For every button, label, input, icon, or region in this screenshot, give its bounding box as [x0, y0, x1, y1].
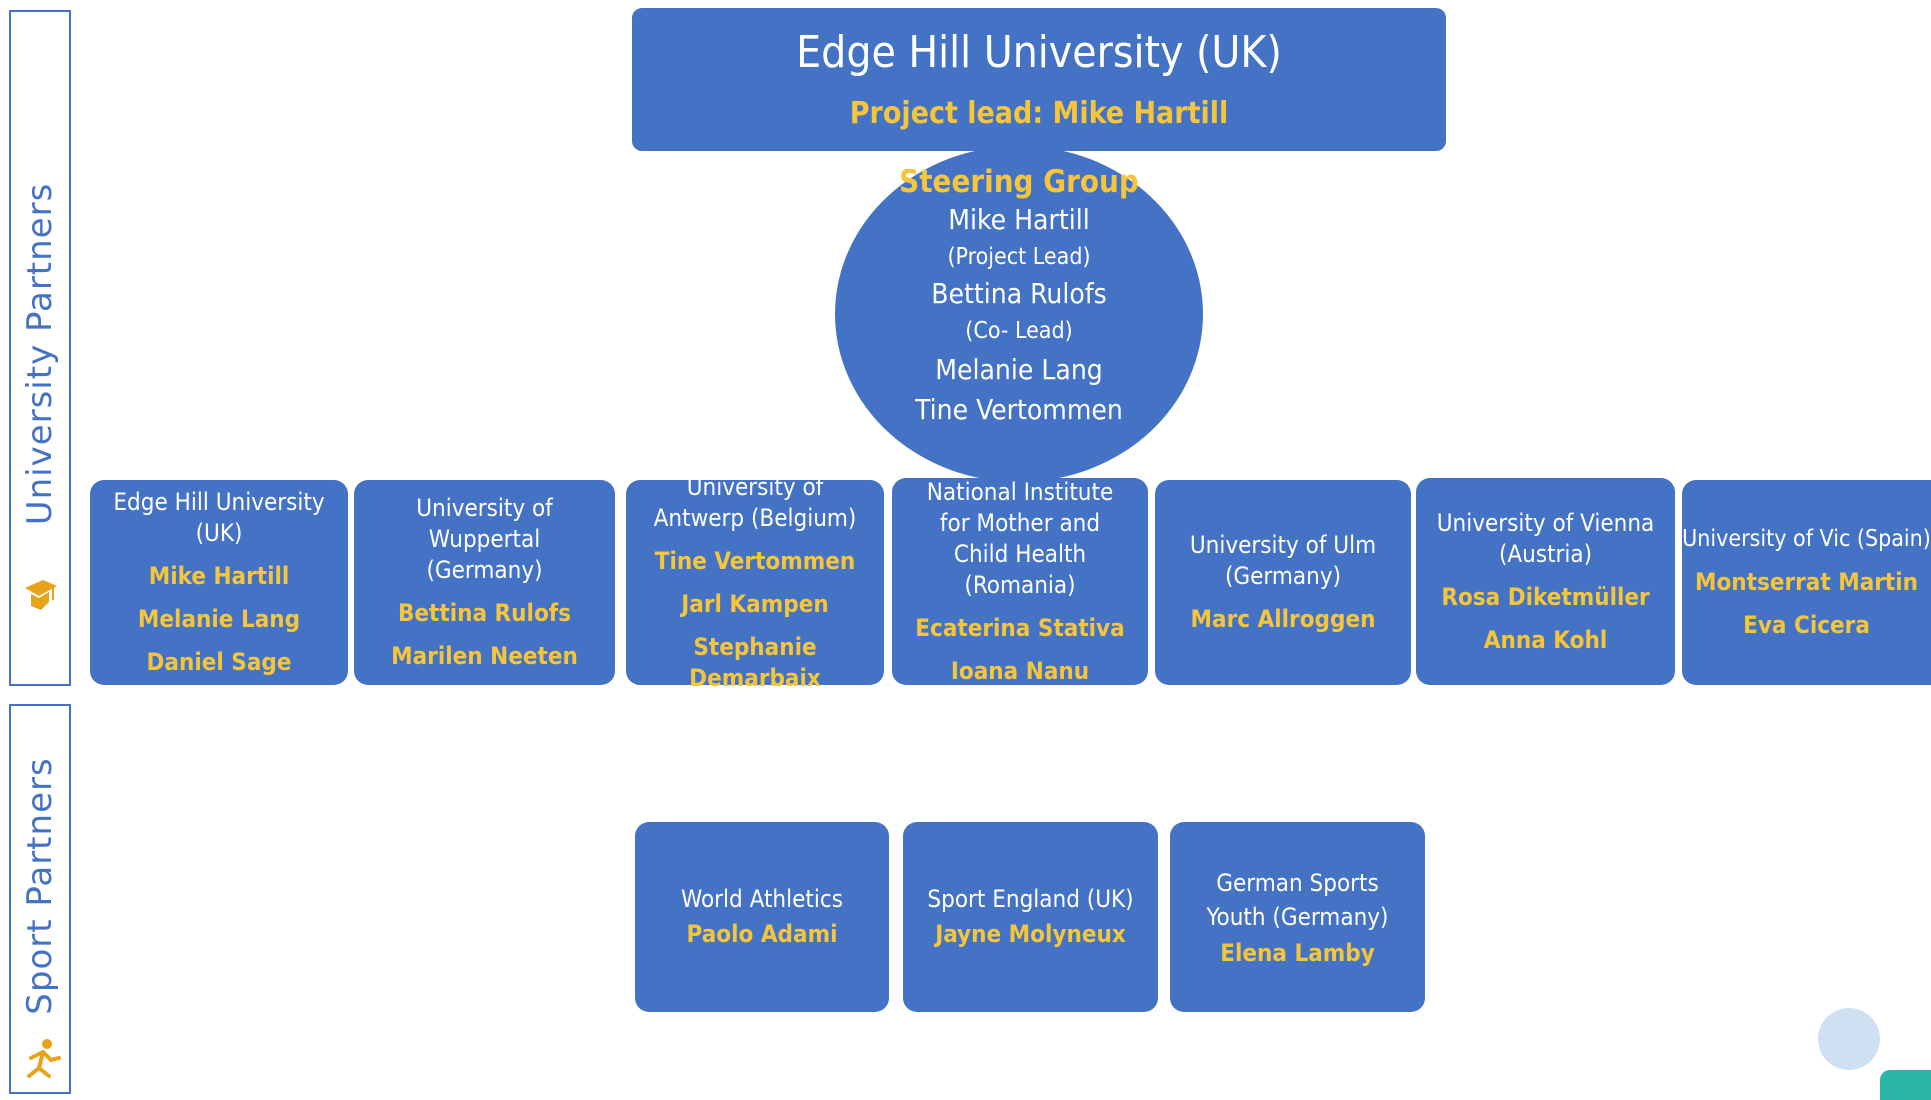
partner-person: Jayne Molyneux: [935, 920, 1126, 948]
partner-person: Elena Lamby: [1220, 938, 1375, 967]
steering-member: Mike Hartill: [948, 203, 1090, 236]
steering-member: Melanie Lang: [935, 353, 1103, 386]
institution-name: Edge Hill University (UK): [113, 488, 325, 547]
partner-person: Marilen Neeten: [391, 642, 578, 670]
partner-person: Anna Kohl: [1483, 625, 1608, 654]
partner-person: Rosa Diketmüller: [1441, 582, 1650, 611]
partner-person: Jarl Kampen: [681, 589, 829, 618]
partner-person: Marc Allroggen: [1190, 605, 1376, 633]
decorative-corner-block: [1880, 1070, 1931, 1100]
sport-partners-panel: Sport Partners: [9, 704, 71, 1094]
sport-partner-box: World Athletics Paolo Adami: [635, 822, 889, 1012]
university-partners-panel: University Partners: [9, 10, 71, 686]
partner-person: Stephanie Demarbaix: [689, 632, 821, 692]
steering-group-title: Steering Group: [899, 164, 1139, 200]
steering-group-circle: Steering Group Mike Hartill (Project Lea…: [835, 146, 1203, 482]
partner-person: Ecaterina Stativa: [915, 613, 1125, 642]
partner-person: Eva Cicera: [1743, 611, 1870, 639]
partner-person: Mike Hartill: [148, 562, 290, 590]
university-partner-box: National Institute for Mother and Child …: [892, 478, 1148, 685]
university-partner-box: University of Vic (Spain) Montserrat Mar…: [1682, 480, 1931, 685]
institution-name: University of Ulm (Germany): [1189, 531, 1377, 590]
project-lead-label: Project lead: Mike Hartill: [849, 95, 1229, 131]
institution-name: National Institute for Mother and Child …: [926, 477, 1114, 599]
institution-name: University of Antwerp (Belgium): [653, 472, 857, 532]
institution-name: German Sports Youth (Germany): [1206, 868, 1389, 931]
lead-institution-box: Edge Hill University (UK) Project lead: …: [632, 8, 1446, 151]
lead-institution-title: Edge Hill University (UK): [796, 26, 1282, 78]
university-partner-box: Edge Hill University (UK) Mike Hartill M…: [90, 480, 348, 685]
partner-person: Montserrat Martin: [1694, 568, 1919, 596]
steering-role: (Project Lead): [947, 244, 1091, 270]
partner-person: Ioana Nanu: [950, 656, 1090, 685]
partner-person: Daniel Sage: [146, 648, 292, 676]
institution-name: World Athletics: [681, 885, 843, 913]
institution-name: University of Wuppertal (Germany): [416, 494, 553, 584]
runner-icon: [21, 1036, 63, 1088]
institution-name: University of Vic (Spain): [1682, 526, 1931, 552]
university-partners-label: University Partners: [20, 182, 60, 526]
steering-member: Tine Vertommen: [915, 393, 1123, 426]
sport-partner-box: German Sports Youth (Germany) Elena Lamb…: [1170, 822, 1425, 1012]
partner-person: Tine Vertommen: [654, 546, 856, 575]
university-partner-box: University of Wuppertal (Germany) Bettin…: [354, 480, 615, 685]
university-partner-box: University of Vienna (Austria) Rosa Dike…: [1416, 478, 1675, 685]
institution-name: University of Vienna (Austria): [1436, 508, 1655, 568]
partner-person: Paolo Adami: [686, 920, 838, 948]
sport-partner-box: Sport England (UK) Jayne Molyneux: [903, 822, 1158, 1012]
sport-partners-label: Sport Partners: [20, 757, 60, 1015]
partner-person: Melanie Lang: [137, 605, 301, 633]
university-partner-box: University of Antwerp (Belgium) Tine Ver…: [626, 473, 884, 692]
steering-role: (Co- Lead): [965, 318, 1073, 344]
graduation-cap-icon: [21, 570, 61, 622]
decorative-circle: [1818, 1008, 1880, 1070]
steering-member: Bettina Rulofs: [931, 277, 1107, 310]
partner-person: Bettina Rulofs: [397, 599, 572, 627]
institution-name: Sport England (UK): [927, 885, 1134, 913]
university-partner-box: University of Ulm (Germany) Marc Allrogg…: [1155, 480, 1411, 685]
